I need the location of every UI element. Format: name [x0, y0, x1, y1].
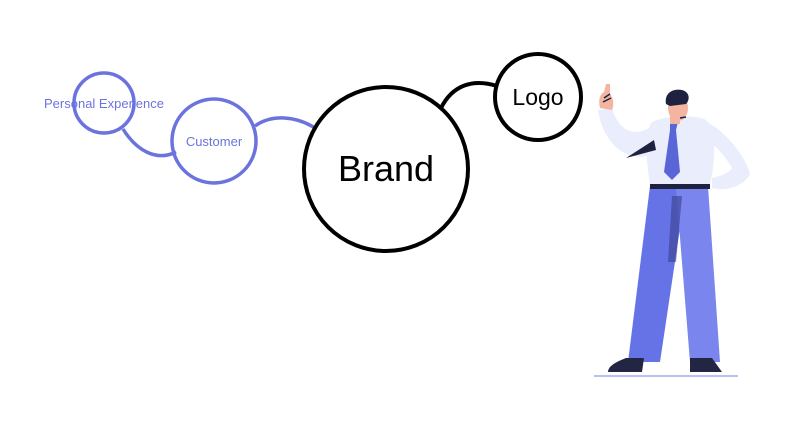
node-personal-experience[interactable]: Personal Experience	[44, 71, 164, 135]
node-brand-label: Brand	[338, 148, 434, 189]
hair	[665, 89, 689, 106]
node-logo-circle	[493, 52, 583, 142]
pants-right-leg	[676, 186, 720, 362]
node-customer[interactable]: Customer	[170, 97, 258, 185]
arm-raised-shadow	[626, 140, 656, 158]
node-customer-label: Customer	[186, 134, 243, 149]
arm-on-hip	[706, 122, 750, 190]
connector-brand-customer	[253, 116, 316, 130]
connector-brand-logo	[439, 81, 498, 109]
pants-shadow	[668, 196, 682, 262]
businessman-pointing-illustration	[594, 84, 750, 377]
node-brand[interactable]: Brand	[302, 85, 470, 253]
node-logo-label: Logo	[512, 84, 563, 110]
tie	[664, 122, 680, 180]
connectors	[121, 81, 498, 158]
shoe-left-icon	[608, 358, 644, 372]
arm-raised	[598, 108, 660, 157]
shirt-torso	[646, 116, 715, 184]
node-personal-experience-circle	[72, 71, 136, 135]
hand-cuff-detail	[602, 93, 612, 103]
node-brand-circle	[302, 85, 470, 253]
shoe-right-icon	[690, 358, 722, 372]
node-customer-circle	[170, 97, 258, 185]
node-personal-experience-label: Personal Experience	[44, 96, 164, 111]
belt	[650, 180, 710, 189]
connector-customer-personal-experience	[121, 128, 177, 158]
node-logo[interactable]: Logo	[493, 52, 583, 142]
mouth	[679, 116, 687, 119]
